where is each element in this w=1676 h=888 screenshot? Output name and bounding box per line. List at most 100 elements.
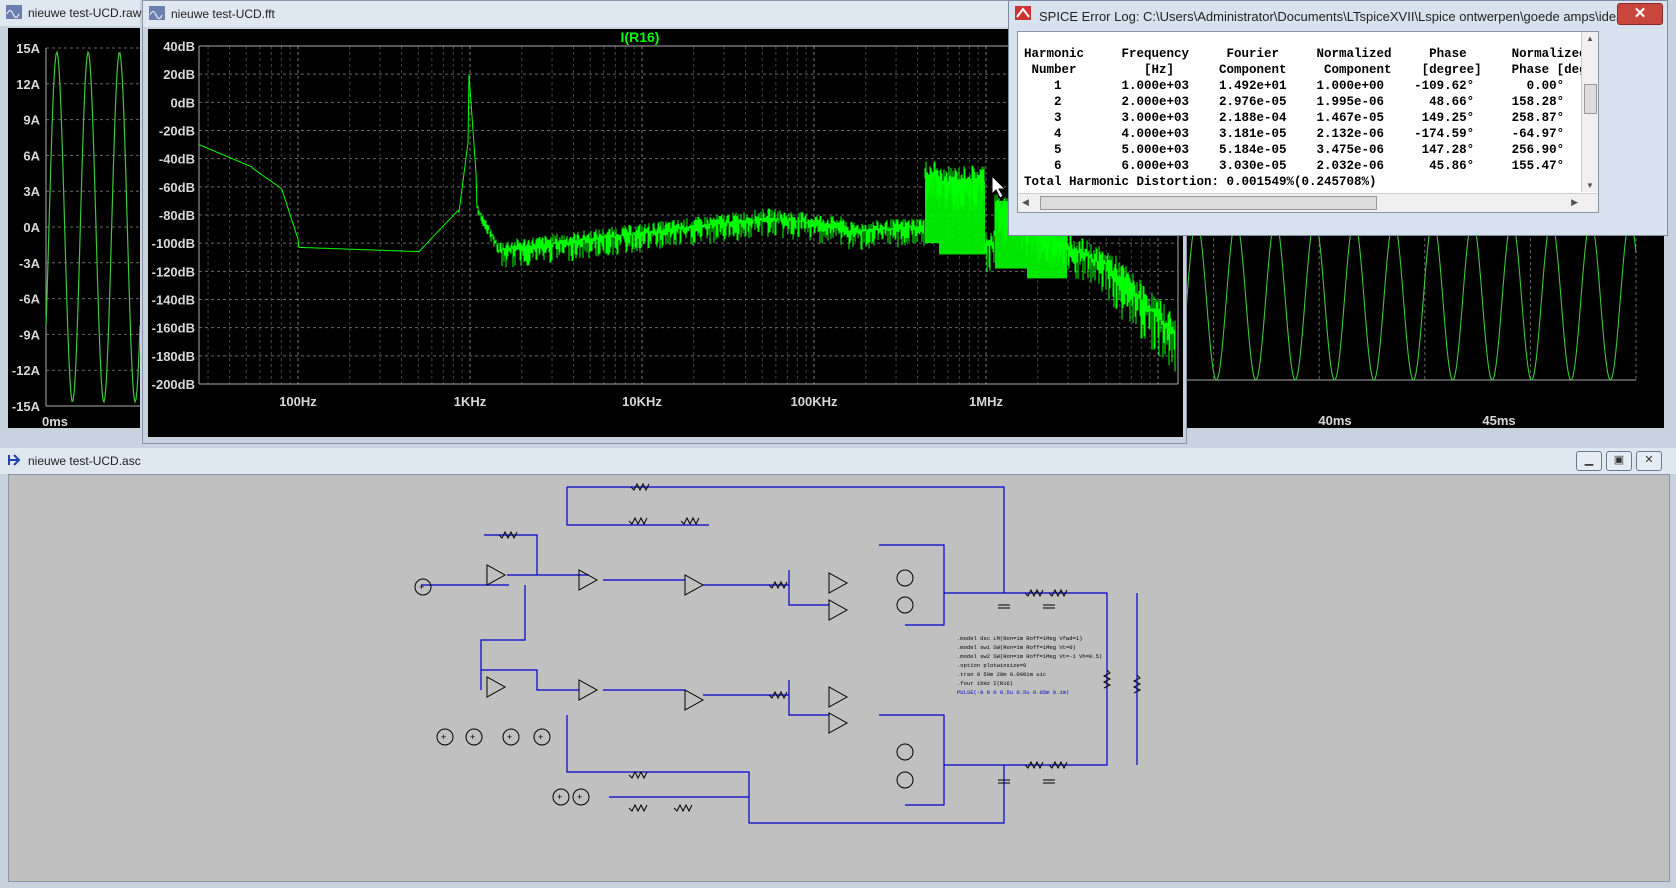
spice-directive-text: .model dsc LM(Ron=1m Roff=1Meg Vfwd=1) <box>957 635 1082 642</box>
mosfet-symbol <box>896 771 914 789</box>
resistor-symbol <box>1102 669 1112 689</box>
raw-y-tick-label: -9A <box>19 327 41 342</box>
scroll-up-arrow-icon[interactable]: ▲ <box>1586 34 1594 43</box>
horizontal-scrollbar[interactable]: ◀ ▶ <box>1018 193 1598 212</box>
raw-plot-area-right[interactable] <box>1108 220 1664 428</box>
voltage-source-symbol <box>552 788 570 806</box>
schematic-wire <box>481 669 579 691</box>
resistor-symbol <box>1024 760 1044 770</box>
resistor-symbol <box>628 803 648 813</box>
voltage-source-symbol <box>436 728 454 746</box>
raw-x-tick-40ms: 40ms <box>1318 413 1352 428</box>
spice-error-log-window[interactable]: SPICE Error Log: C:\Users\Administrator\… <box>1008 0 1668 236</box>
schematic-wire <box>480 585 526 690</box>
table-row: 1 1.000e+03 1.492e+01 1.000e+00 -109.62°… <box>1024 79 1565 93</box>
spice-directive-text: .tran 0 50m 20m 0.0001m uic <box>957 671 1046 678</box>
schematic-window-icon <box>8 454 21 466</box>
opamp-symbol <box>684 689 705 711</box>
table-row: 3 3.000e+03 2.188e-04 1.467e-05 149.25° … <box>1024 111 1565 125</box>
table-row: 5 5.000e+03 5.184e-05 3.475e-06 147.28° … <box>1024 143 1565 157</box>
voltage-source-symbol <box>502 728 520 746</box>
fft-y-tick-label: -160dB <box>152 321 195 336</box>
raw-y-tick-label: 6A <box>23 148 40 163</box>
schematic-wire <box>944 592 1108 766</box>
polarity-label: + <box>507 732 512 742</box>
vertical-scrollbar[interactable]: ▲ ▼ <box>1581 32 1598 192</box>
polarity-label: + <box>470 732 475 742</box>
harmonic-table[interactable]: Harmonic Frequency Fourier Normalized Ph… <box>1024 46 1594 190</box>
resistor-symbol <box>630 482 650 492</box>
resistor-symbol <box>498 530 518 540</box>
scrollbar-thumb-horizontal[interactable] <box>1040 196 1377 210</box>
fft-y-tick-label: -100dB <box>152 236 195 251</box>
fft-x-tick-label: 1KHz <box>454 394 487 409</box>
schematic-title: nieuwe test-UCD.asc <box>28 454 141 468</box>
resistor-symbol <box>1132 674 1142 694</box>
raw-x-tick-45ms: 45ms <box>1482 413 1516 428</box>
waveform-window-icon <box>6 5 22 19</box>
raw-y-tick-label: 3A <box>23 184 40 199</box>
resistor-symbol <box>768 580 788 590</box>
error-log-content[interactable]: Harmonic Frequency Fourier Normalized Ph… <box>1017 31 1599 213</box>
maximize-icon: ▣ <box>1613 454 1625 466</box>
voltage-source-symbol <box>572 788 590 806</box>
fft-y-tick-label: 20dB <box>163 67 195 82</box>
resistor-symbol <box>768 690 788 700</box>
schematic-diagram[interactable]: +++++++.model dsc LM(Ron=1m Roff=1Meg Vf… <box>9 475 1669 881</box>
schematic-window[interactable]: nieuwe test-UCD.asc ▁ ▣ ✕ +++++++.model … <box>0 448 1676 888</box>
raw-plot-area[interactable] <box>8 28 140 428</box>
fft-y-tick-label: -80dB <box>159 208 195 223</box>
raw-sine-trace <box>1108 220 1637 381</box>
fft-y-tick-label: -20dB <box>159 124 195 139</box>
thd-summary: Total Harmonic Distortion: 0.001549%(0.2… <box>1024 175 1377 189</box>
scrollbar-thumb[interactable] <box>1584 84 1597 114</box>
error-log-titlebar[interactable]: SPICE Error Log: C:\Users\Administrator\… <box>1009 1 1667 27</box>
schematic-wire <box>879 544 945 626</box>
fft-y-tick-label: -180dB <box>152 349 195 364</box>
fft-spectrum-band <box>925 175 939 244</box>
mosfet-symbol <box>896 569 914 587</box>
fft-y-tick-label: -60dB <box>159 180 195 195</box>
fft-y-tick-label: -200dB <box>152 377 195 392</box>
opamp-symbol <box>828 572 849 594</box>
fft-trace-label[interactable]: I(R16) <box>620 29 660 45</box>
spice-directive-text: .option plotwinsize=0 <box>957 662 1026 669</box>
maximize-button[interactable]: ▣ <box>1606 451 1632 471</box>
opamp-symbol <box>578 679 599 701</box>
fft-x-tick-label: 100KHz <box>791 394 838 409</box>
polarity-label: + <box>577 792 582 802</box>
raw-y-tick-label: 0A <box>23 220 40 235</box>
opamp-symbol <box>684 574 705 596</box>
fft-y-tick-label: 40dB <box>163 39 195 54</box>
raw-window-titlebar[interactable]: nieuwe test-UCD.raw <box>0 0 141 26</box>
voltage-source-symbol <box>414 578 432 596</box>
waveform-window-icon <box>149 6 165 20</box>
schematic-wire <box>567 486 1005 593</box>
polarity-label: + <box>419 582 424 592</box>
polarity-label: + <box>538 732 543 742</box>
opamp-symbol <box>486 564 507 586</box>
raw-x-tick-0ms: 0ms <box>42 414 68 428</box>
raw-y-tick-label: -12A <box>12 363 41 378</box>
close-button[interactable]: ✕ <box>1636 451 1662 471</box>
spice-directive-text: .model sw2 SW(Ron=1m Roff=1Meg Vt=-1 Vh=… <box>957 653 1102 660</box>
fft-x-tick-label: 10KHz <box>622 394 662 409</box>
close-button[interactable]: ✕ <box>1617 3 1663 25</box>
table-header-row-1: Harmonic Frequency Fourier Normalized Ph… <box>1024 47 1587 61</box>
close-icon: ✕ <box>1633 5 1647 22</box>
schematic-wire <box>566 487 709 526</box>
schematic-canvas[interactable]: +++++++.model dsc LM(Ron=1m Roff=1Meg Vf… <box>8 474 1670 882</box>
schematic-titlebar[interactable]: nieuwe test-UCD.asc ▁ ▣ ✕ <box>0 448 1676 474</box>
opamp-symbol <box>578 569 599 591</box>
raw-sine-trace-right <box>1108 220 1637 381</box>
minimize-button[interactable]: ▁ <box>1576 451 1602 471</box>
resistor-symbol <box>628 516 648 526</box>
error-log-title: SPICE Error Log: C:\Users\Administrator\… <box>1039 9 1659 24</box>
scroll-right-arrow-icon[interactable]: ▶ <box>1571 197 1578 207</box>
scroll-left-arrow-icon[interactable]: ◀ <box>1022 197 1029 207</box>
scroll-down-arrow-icon[interactable]: ▼ <box>1586 181 1594 190</box>
table-row: 4 4.000e+03 3.181e-05 2.132e-06 -174.59°… <box>1024 127 1565 141</box>
table-row: 2 2.000e+03 2.976e-05 1.995e-06 48.66° 1… <box>1024 95 1565 109</box>
resistor-symbol <box>1024 588 1044 598</box>
spice-directive-text: PULSE(-8 8 0 0.5u 0.5u 0.05m 0.1m) <box>957 689 1069 696</box>
